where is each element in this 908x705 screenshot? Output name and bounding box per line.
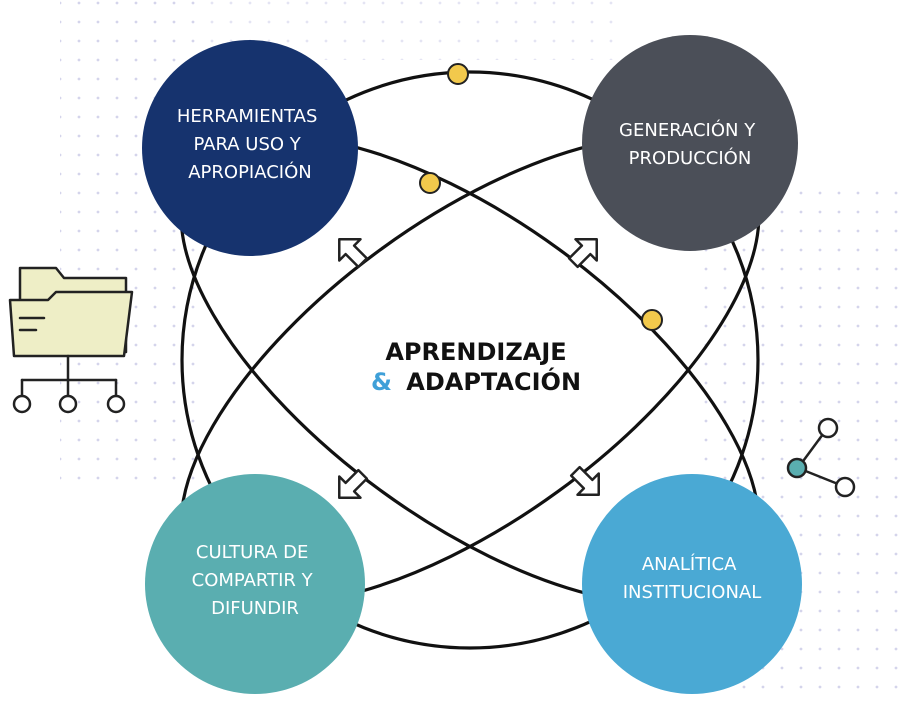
network-node — [12, 394, 32, 414]
direction-arrows — [338, 238, 600, 499]
center-title: APRENDIZAJE & ADAPTACIÓN — [371, 338, 581, 396]
svg-text:HERRAMIENTAS PARA USO Y: HERRAMIENTAS PARA USO Y APROPIACIÓN — [177, 106, 323, 183]
node-circle — [582, 35, 798, 251]
center-title-line1: APRENDIZAJE — [385, 338, 566, 366]
node-label-line: HERRAMIENTAS — [177, 106, 318, 127]
arrow-icon-up-right — [567, 238, 598, 269]
orbit-dot — [419, 172, 441, 194]
node-label-line: INSTITUCIONAL — [623, 582, 762, 603]
share-node-hub — [786, 457, 808, 479]
orbit-dot — [641, 309, 663, 331]
node-label-line: CULTURA DE — [196, 542, 309, 563]
node-label-line: COMPARTIR Y — [192, 570, 314, 591]
folder-front — [8, 290, 134, 358]
node-generacion: GENERACIÓN Y PRODUCCIÓN — [582, 35, 798, 251]
arrow-icon-down-left — [338, 468, 369, 499]
svg-text:GENERACIÓN Y PRODUCCIÓN: GENERACIÓN Y PRODUCCIÓN — [619, 119, 761, 169]
node-circle — [142, 40, 358, 256]
node-label-line: PRODUCCIÓN — [629, 147, 752, 169]
center-title-line2: & ADAPTACIÓN — [371, 366, 581, 396]
node-label-line: ANALÍTICA — [642, 553, 737, 575]
svg-text:CULTURA DE COMPARTIR Y: CULTURA DE COMPARTIR Y DIFUNDIR — [192, 542, 319, 619]
center-title-rest: ADAPTACIÓN — [406, 366, 581, 396]
network-node — [106, 394, 126, 414]
node-label-line: PARA USO Y — [193, 134, 301, 155]
folder-network-icon — [8, 266, 134, 414]
node-label-line: DIFUNDIR — [211, 598, 299, 619]
node-cultura: CULTURA DE COMPARTIR Y DIFUNDIR — [145, 474, 365, 694]
node-label-line: GENERACIÓN Y — [619, 119, 756, 141]
arrow-icon-up-left — [338, 238, 369, 269]
orbit-dots — [419, 63, 663, 331]
share-node-top — [817, 417, 839, 439]
share-icon — [786, 417, 856, 498]
node-circle — [582, 474, 802, 694]
node-herramientas: HERRAMIENTAS PARA USO Y APROPIACIÓN — [142, 40, 358, 256]
node-circle — [145, 474, 365, 694]
svg-text:ANALÍTICA INSTITUCIONAL: ANALÍTICA INSTITUCIONAL — [623, 553, 762, 603]
outer-ring — [180, 70, 760, 650]
center-title-ampersand: & — [371, 368, 392, 396]
arrow-icon-down-right — [569, 465, 600, 496]
node-analitica: ANALÍTICA INSTITUCIONAL — [582, 474, 802, 694]
network-node — [58, 394, 78, 414]
share-node-right — [834, 476, 856, 498]
node-label-line: APROPIACIÓN — [188, 161, 312, 183]
orbit-dot — [447, 63, 469, 85]
